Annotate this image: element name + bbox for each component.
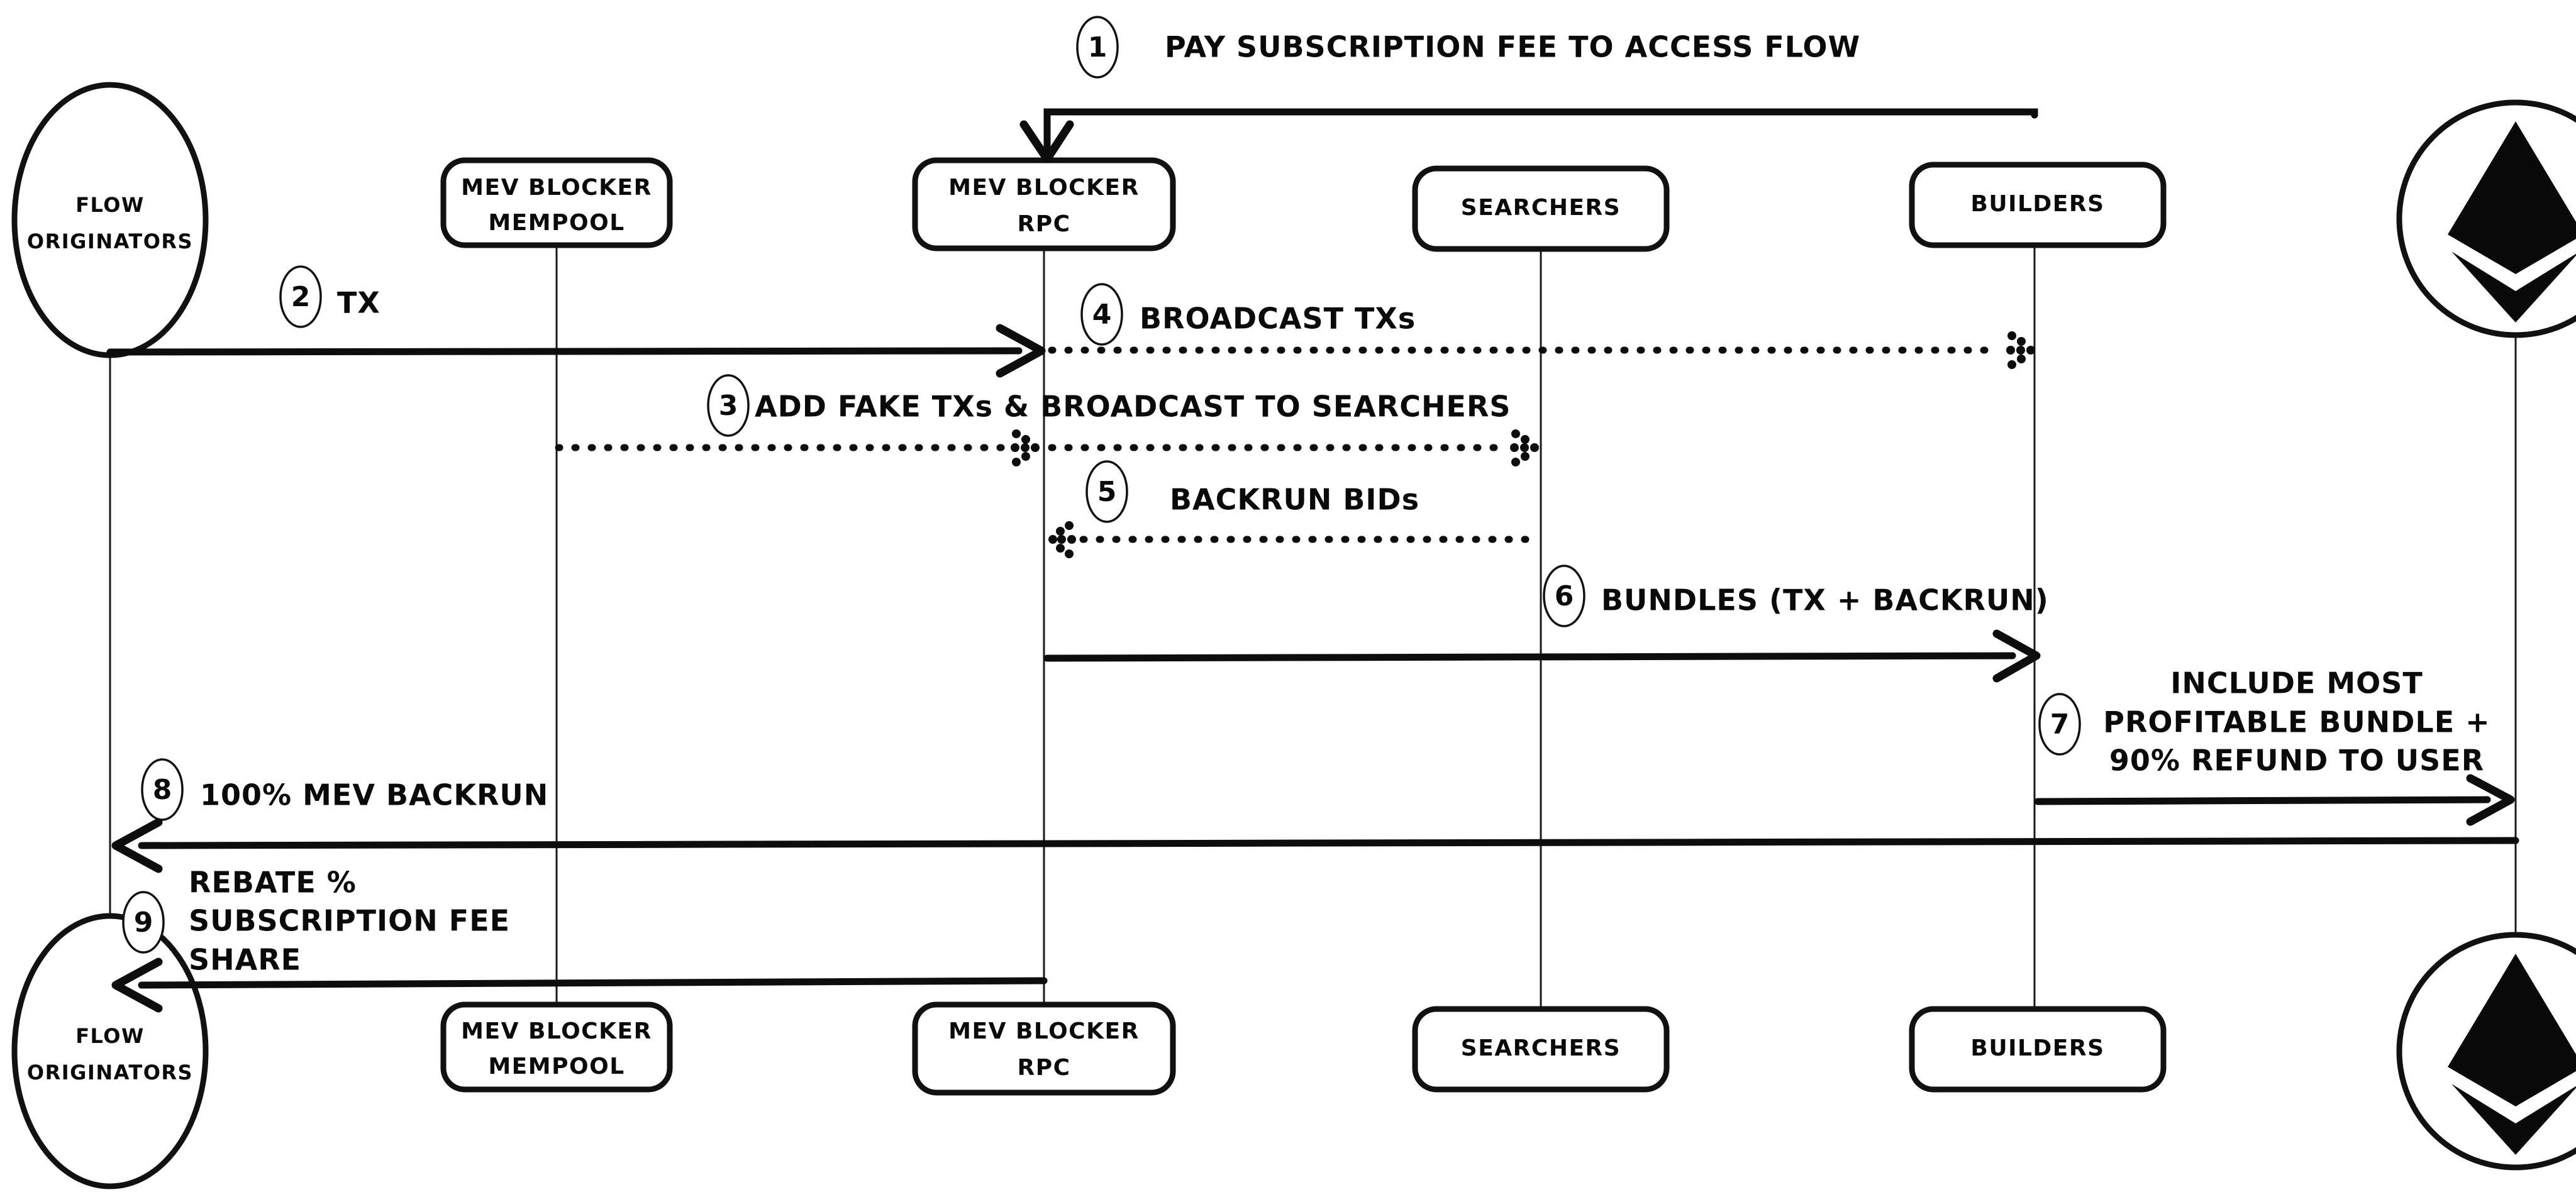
message-6-arrowhead bbox=[1992, 629, 2041, 683]
actor-shape-rect bbox=[1412, 165, 1670, 252]
message-label-3: ADD FAKE TXs & BROADCAST TO SEARCHERS bbox=[755, 390, 1511, 424]
actor-shape-rect bbox=[912, 1001, 1176, 1096]
step-badge-4 bbox=[1080, 283, 1123, 346]
actor-ethereum-top[interactable] bbox=[2396, 99, 2576, 338]
message-7-line bbox=[2034, 796, 2491, 805]
message-label-9-line2: SUBSCRIPTION FEE bbox=[189, 904, 510, 938]
step-badge-9 bbox=[122, 891, 165, 954]
actor-shape-rect bbox=[440, 1001, 673, 1093]
actor-shape-rect bbox=[1412, 1006, 1670, 1093]
step-number-9: 9 bbox=[134, 907, 153, 939]
message-7-arrowhead bbox=[2466, 774, 2515, 826]
step-number-5: 5 bbox=[1097, 476, 1117, 508]
message-2-tx[interactable]: 2 TX bbox=[106, 265, 1046, 378]
actor-shape-rect bbox=[1909, 162, 2167, 248]
message-4-arrowhead bbox=[2006, 331, 2035, 369]
message-8-arrowhead bbox=[111, 818, 163, 873]
message-label-4: BROADCAST TXs bbox=[1140, 302, 1416, 336]
message-9-arrowhead bbox=[111, 957, 163, 1013]
actor-builders-bottom[interactable]: BUILDERS bbox=[1909, 1006, 2167, 1093]
step-badge-6 bbox=[1543, 565, 1585, 627]
actor-label-line1: FLOW bbox=[75, 193, 145, 217]
message-9-line bbox=[138, 977, 1048, 989]
message-5-arrowhead bbox=[1048, 521, 1076, 558]
message-label-2: TX bbox=[337, 286, 380, 320]
actor-ethereum-bottom[interactable] bbox=[2396, 932, 2576, 1171]
message-1-line bbox=[1043, 108, 2038, 158]
message-label-6: BUNDLES (TX + BACKRUN) bbox=[1601, 583, 2049, 617]
actor-builders-top[interactable]: BUILDERS bbox=[1909, 162, 2167, 248]
actor-label-line2: RPC bbox=[1017, 211, 1070, 237]
step-badge-1 bbox=[1076, 16, 1119, 79]
message-8-line bbox=[138, 837, 2519, 849]
step-badge-8 bbox=[141, 758, 184, 821]
step-badge-3 bbox=[707, 374, 750, 437]
actor-mev-blocker-mempool-bottom[interactable]: MEV BLOCKER MEMPOOL bbox=[440, 1001, 673, 1093]
actor-mev-blocker-mempool-top[interactable]: MEV BLOCKER MEMPOOL bbox=[440, 157, 673, 248]
message-label-5: BACKRUN BIDs bbox=[1170, 483, 1419, 517]
message-5-backrun-bids[interactable]: 5 BACKRUN BIDs bbox=[1048, 460, 1538, 558]
step-number-1: 1 bbox=[1088, 31, 1108, 63]
step-badge-7 bbox=[2038, 693, 2081, 756]
actor-label-line1: MEV BLOCKER bbox=[948, 175, 1140, 201]
message-label-9-line3: SHARE bbox=[189, 943, 301, 977]
message-1-arrowhead bbox=[1019, 120, 1074, 163]
actor-mev-blocker-rpc-top[interactable]: MEV BLOCKER RPC bbox=[912, 157, 1176, 251]
message-7-include-most-profitable-bundle[interactable]: 7 INCLUDE MOST PROFITABLE BUNDLE + 90% R… bbox=[2034, 666, 2515, 826]
message-4-broadcast-txs[interactable]: 4 BROADCAST TXs bbox=[1048, 283, 2035, 369]
message-3-arrowhead-hop2 bbox=[1510, 429, 1539, 466]
actor-label-line1: MEV BLOCKER bbox=[461, 1018, 652, 1044]
step-number-8: 8 bbox=[153, 774, 172, 806]
actor-shape-ellipse bbox=[11, 913, 209, 1189]
step-number-6: 6 bbox=[1555, 580, 1574, 612]
actor-shape-ellipse bbox=[11, 82, 209, 358]
message-3-add-fake-txs[interactable]: 3 ADD FAKE TXs & BROADCAST TO SEARCHERS bbox=[555, 374, 1539, 466]
actor-label-line1: SEARCHERS bbox=[1461, 195, 1621, 221]
message-label-8: 100% MEV BACKRUN bbox=[200, 778, 548, 812]
step-number-2: 2 bbox=[291, 281, 311, 313]
actor-label-line1: MEV BLOCKER bbox=[461, 175, 652, 201]
step-badge-5 bbox=[1085, 460, 1128, 523]
actor-flow-originators-top[interactable]: FLOW ORIGINATORS bbox=[11, 82, 209, 358]
ethereum-logo-icon bbox=[2448, 121, 2576, 323]
actor-label-line1: BUILDERS bbox=[1970, 1035, 2104, 1061]
actor-label-line2: ORIGINATORS bbox=[27, 229, 193, 253]
actor-label-line2: RPC bbox=[1017, 1055, 1070, 1081]
actor-label-line1: FLOW bbox=[75, 1024, 145, 1048]
step-badge-2 bbox=[279, 265, 322, 328]
actor-label-line2: MEMPOOL bbox=[488, 210, 625, 236]
message-6-bundles[interactable]: 6 BUNDLES (TX + BACKRUN) bbox=[1043, 565, 2049, 683]
step-number-3: 3 bbox=[719, 390, 738, 422]
message-2-arrowhead bbox=[996, 324, 1046, 378]
lifelines bbox=[109, 242, 2517, 1028]
message-8-mev-backrun[interactable]: 8 100% MEV BACKRUN bbox=[111, 758, 2519, 873]
actor-label-line1: SEARCHERS bbox=[1461, 1035, 1621, 1061]
message-label-7-line1: INCLUDE MOST bbox=[2170, 666, 2423, 700]
actor-label-line1: BUILDERS bbox=[1970, 191, 2104, 217]
message-label-7-line2: PROFITABLE BUNDLE + bbox=[2103, 705, 2490, 739]
message-1-pay-subscription-fee[interactable]: 1 PAY SUBSCRIPTION FEE TO ACCESS FLOW bbox=[1019, 16, 2038, 163]
actor-label-line2: ORIGINATORS bbox=[27, 1061, 193, 1084]
step-number-4: 4 bbox=[1092, 299, 1112, 331]
message-2-line bbox=[106, 347, 1023, 356]
message-9-rebate-subscription-fee-share[interactable]: 9 REBATE % SUBSCRIPTION FEE SHARE bbox=[111, 866, 1048, 1013]
message-3-arrowhead-hop1 bbox=[1011, 429, 1040, 466]
actor-label-line1: MEV BLOCKER bbox=[948, 1018, 1140, 1044]
actor-label-line2: MEMPOOL bbox=[488, 1054, 625, 1079]
message-label-9-line1: REBATE % bbox=[189, 866, 357, 900]
step-number-7: 7 bbox=[2050, 709, 2070, 741]
actor-mev-blocker-rpc-bottom[interactable]: MEV BLOCKER RPC bbox=[912, 1001, 1176, 1096]
actor-searchers-bottom[interactable]: SEARCHERS bbox=[1412, 1006, 1670, 1093]
ethereum-logo-icon bbox=[2448, 954, 2576, 1155]
actor-shape-rect bbox=[440, 157, 673, 248]
message-label-1: PAY SUBSCRIPTION FEE TO ACCESS FLOW bbox=[1165, 30, 1860, 64]
actor-shape-rect bbox=[1909, 1006, 2167, 1093]
message-6-line bbox=[1043, 652, 2016, 662]
actor-flow-originators-bottom[interactable]: FLOW ORIGINATORS bbox=[11, 913, 209, 1189]
message-label-7-line3: 90% REFUND TO USER bbox=[2109, 744, 2484, 778]
actor-searchers-top[interactable]: SEARCHERS bbox=[1412, 165, 1670, 252]
